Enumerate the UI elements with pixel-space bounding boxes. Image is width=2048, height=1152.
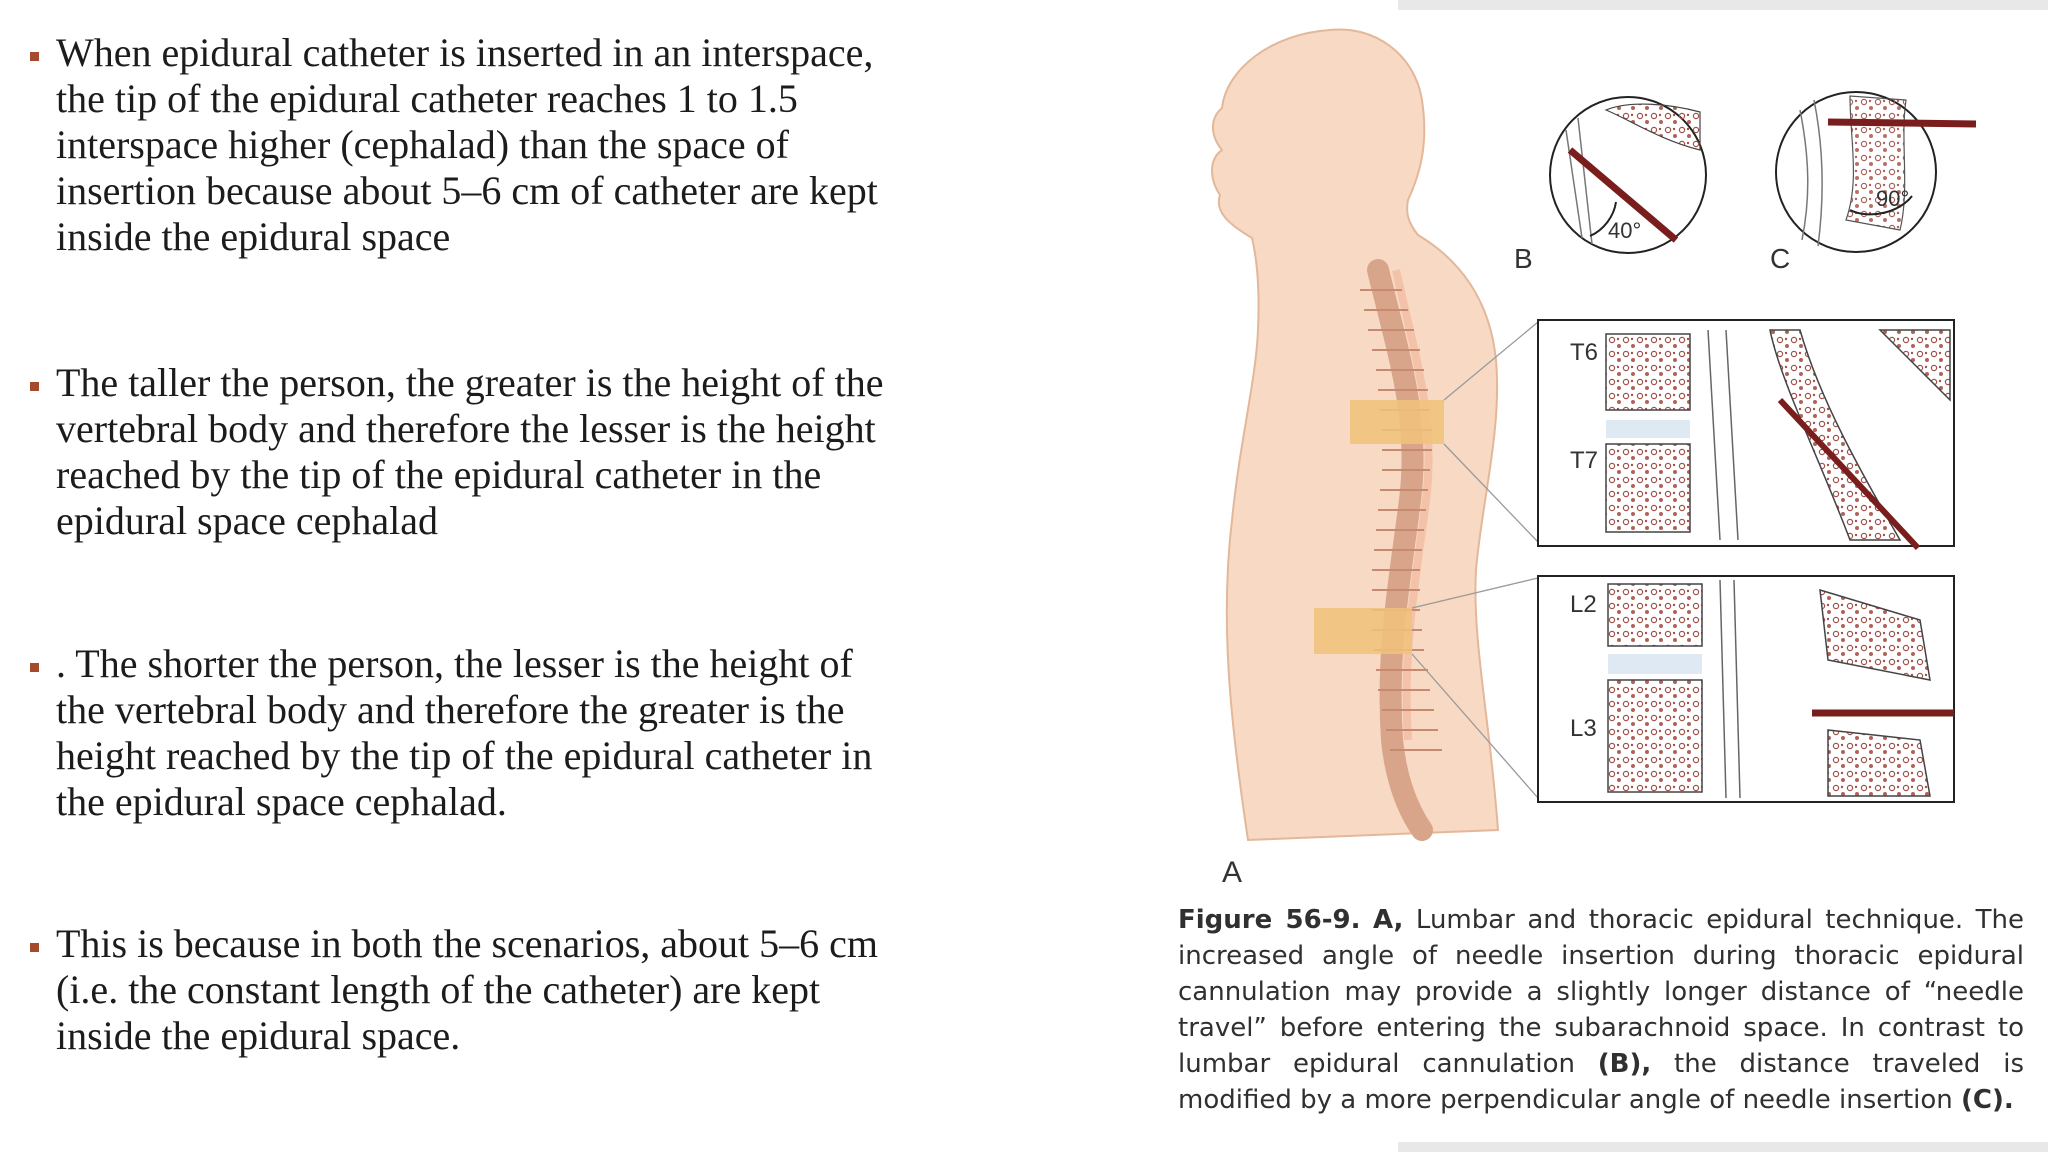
lumbar-detail-box: L2 L3	[1537, 575, 1955, 803]
label-angle-c: 90°	[1876, 186, 1909, 211]
spinal-cord	[1392, 269, 1433, 741]
inset-b: 40° B	[1514, 96, 1707, 274]
label-t6: T6	[1570, 339, 1598, 366]
inset-c: 90° C	[1770, 91, 1977, 274]
spine	[1367, 259, 1433, 841]
label-t7: T7	[1570, 447, 1598, 474]
caption-part-c: (C).	[1961, 1085, 2014, 1115]
scan-edge-bottom	[1398, 1142, 2048, 1152]
bullet-marker	[30, 382, 39, 391]
bullet-text: This is because in both the scenarios, a…	[56, 921, 879, 1058]
label-l3: L3	[1570, 715, 1597, 742]
epidural-figure: T6 T7 L2 L3 40° B	[1160, 0, 2048, 1152]
bullet-marker	[30, 943, 39, 952]
bullet-item: . The shorter the person, the lesser is …	[26, 641, 1136, 825]
caption-text-1: Lumbar and thoracic epidural technique. …	[1178, 905, 2025, 1079]
caption-figure-id: Figure 56-9.	[1178, 905, 1361, 935]
label-b: B	[1514, 243, 1533, 274]
caption-part-a: A,	[1372, 905, 1404, 935]
label-angle-b: 40°	[1608, 218, 1641, 243]
thoracic-detail-box: T6 T7	[1537, 319, 1955, 551]
scan-edge-top	[1398, 0, 2048, 10]
bullet-item: This is because in both the scenarios, a…	[26, 921, 1136, 1059]
label-a: A	[1222, 856, 1242, 889]
bullet-text: The taller the person, the greater is th…	[56, 360, 884, 543]
caption-text-2: the distance traveled is modified by a m…	[1178, 1049, 2025, 1115]
bullet-item: When epidural catheter is inserted in an…	[26, 30, 1136, 260]
lumbar-insertion-zone	[1314, 608, 1412, 654]
bullet-item: The taller the person, the greater is th…	[26, 360, 1136, 544]
bullet-marker	[30, 663, 39, 672]
label-c: C	[1770, 243, 1790, 274]
figure-illustration: T6 T7 L2 L3 40° B	[1211, 28, 1977, 889]
bullet-text: When epidural catheter is inserted in an…	[56, 30, 878, 259]
thoracic-insertion-zone	[1350, 400, 1444, 444]
bullet-marker	[30, 52, 39, 61]
label-l2: L2	[1570, 591, 1597, 618]
caption-part-b: (B),	[1597, 1049, 1652, 1079]
figure-caption: Figure 56-9. A, Lumbar and thoracic epid…	[1178, 902, 2024, 1118]
bullet-text: . The shorter the person, the lesser is …	[56, 641, 873, 824]
